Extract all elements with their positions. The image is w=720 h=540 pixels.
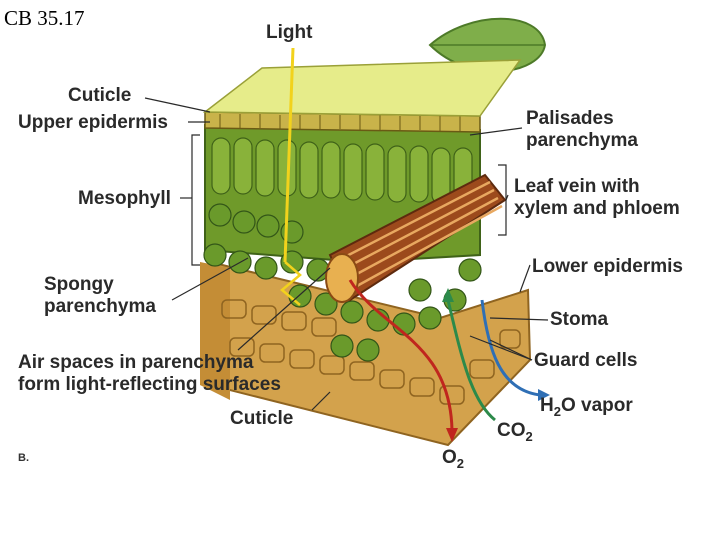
label-palisades-line2: parenchyma xyxy=(526,130,638,151)
label-spongy: Spongy parenchyma xyxy=(44,274,156,318)
label-spongy-line2: parenchyma xyxy=(44,296,156,317)
leader-lines xyxy=(144,97,549,411)
leaf-vein xyxy=(325,173,507,303)
label-leaf-vein: Leaf vein with xylem and phloem xyxy=(514,176,680,220)
label-cuticle-bottom: Cuticle xyxy=(230,408,294,429)
label-leaf-vein-line1: Leaf vein with xyxy=(514,176,640,197)
mesophyll-bracket xyxy=(191,134,200,266)
label-co2-sub: 2 xyxy=(525,428,533,444)
co2-arrow xyxy=(446,299,496,422)
upper-epidermis xyxy=(204,111,481,133)
label-leaf-vein-line2: xylem and phloem xyxy=(514,198,680,219)
label-h2o-vapor: H2O vapor xyxy=(540,395,633,423)
light-ray-reflect xyxy=(280,261,302,306)
label-co2: CO2 xyxy=(497,420,533,448)
label-palisades: Palisades parenchyma xyxy=(526,108,638,152)
label-guard-cells: Guard cells xyxy=(534,350,638,371)
label-air-spaces-line1: Air spaces in parenchyma xyxy=(18,352,254,373)
o2-arrow xyxy=(348,279,454,431)
cuticle-surface xyxy=(202,59,522,117)
panel-letter: B. xyxy=(18,452,29,464)
label-h2o-sub: 2 xyxy=(553,403,561,419)
label-light: Light xyxy=(266,22,313,43)
label-o2-pre: O xyxy=(442,447,457,468)
label-cuticle-top: Cuticle xyxy=(68,85,132,106)
h2o-arrow xyxy=(480,299,541,397)
label-spongy-line1: Spongy xyxy=(44,274,114,295)
label-palisades-line1: Palisades xyxy=(526,108,614,129)
label-h2o-post: O vapor xyxy=(560,395,633,416)
slide-code: CB 35.17 xyxy=(4,6,85,30)
spongy-cells xyxy=(203,203,482,362)
h2o-arrowhead xyxy=(538,389,550,401)
label-upper-epidermis: Upper epidermis xyxy=(18,112,168,133)
label-air-spaces: Air spaces in parenchyma form light-refl… xyxy=(18,352,281,396)
o2-arrowhead xyxy=(446,428,458,442)
lower-cells xyxy=(221,299,521,405)
light-ray xyxy=(283,47,295,263)
co2-arrowhead xyxy=(442,288,454,302)
label-o2-sub: 2 xyxy=(456,455,465,471)
label-o2: O2 xyxy=(442,447,464,475)
label-mesophyll: Mesophyll xyxy=(78,188,171,209)
label-stoma: Stoma xyxy=(550,309,609,330)
label-lower-epidermis: Lower epidermis xyxy=(532,256,683,277)
label-co2-pre: CO xyxy=(497,420,526,441)
label-h2o-pre: H xyxy=(540,395,554,416)
label-air-spaces-line2: form light-reflecting surfaces xyxy=(18,374,281,395)
